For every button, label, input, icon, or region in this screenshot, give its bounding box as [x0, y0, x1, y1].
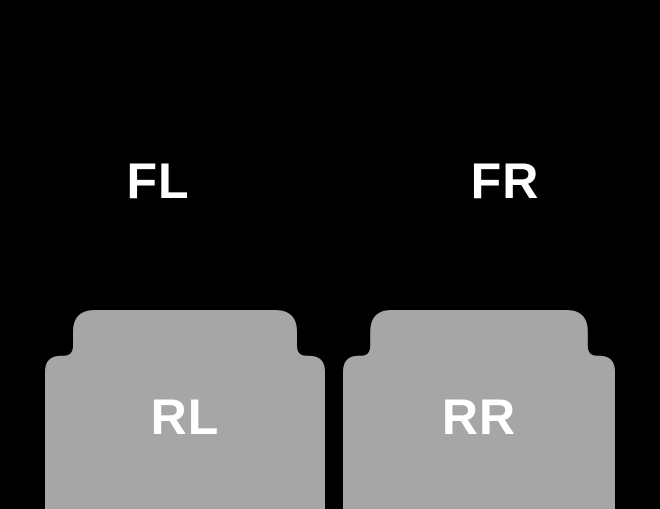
rear-right-mat-label: RR	[441, 389, 517, 445]
rear-left-mat-label: RL	[150, 389, 220, 445]
rear-right-mat-shape	[343, 310, 615, 509]
rear-left-mat-shape	[45, 310, 325, 509]
rear-left-mat-shape-icon	[45, 310, 325, 509]
front-right-mat-label: FR	[470, 153, 540, 209]
front-left-mat-label: FL	[126, 153, 190, 209]
rear-left-mat: RL	[45, 310, 325, 509]
rear-right-mat: RR	[343, 310, 615, 509]
rear-right-mat-shape-icon	[343, 310, 615, 509]
